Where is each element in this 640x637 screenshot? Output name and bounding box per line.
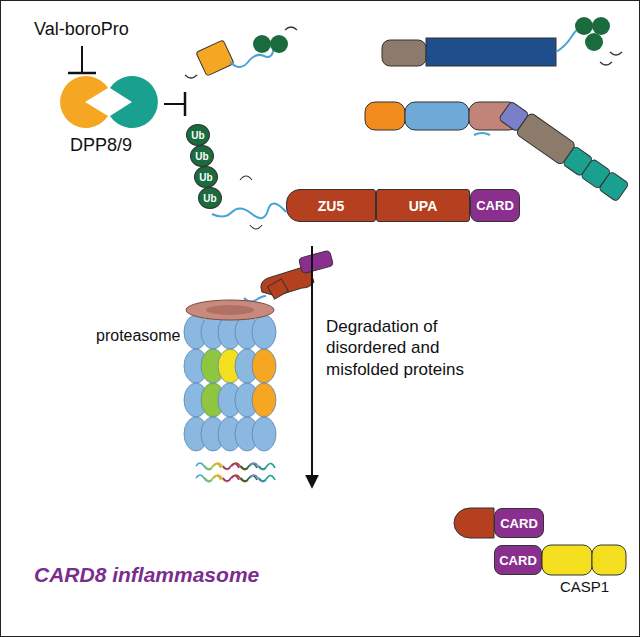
peptide-fragments <box>196 463 275 482</box>
ubiquitin-circle: Ub <box>186 124 210 146</box>
protein-label: CASP1 <box>560 578 609 597</box>
node-text: Ub <box>203 193 216 204</box>
node-text: CARD <box>500 516 538 531</box>
drug-label: Val-boroPro <box>34 18 129 41</box>
node-text: Ub <box>195 151 208 162</box>
disordered-tail <box>212 203 286 218</box>
node-text: UPA <box>409 198 438 214</box>
casp1-domain <box>542 545 592 575</box>
dpp8-pacman <box>60 76 108 128</box>
protein-label: CASP1 <box>560 578 609 597</box>
misfolded-protein <box>196 40 234 76</box>
title-label: CARD8 inflammasome <box>34 562 259 588</box>
casp1-domain <box>592 545 626 575</box>
inhibition-bar <box>68 72 96 75</box>
protein-domain: CARD <box>494 545 542 575</box>
dpp9-pacman <box>110 76 158 128</box>
process-label: Degradation of disordered and misfolded … <box>326 316 496 380</box>
protein-domain: UPA <box>376 189 470 222</box>
node-text: ZU5 <box>318 198 344 214</box>
folded-protein <box>365 102 405 130</box>
proteasome <box>184 300 276 451</box>
protein-domain: CARD <box>470 189 520 222</box>
complex-label: proteasome <box>96 326 181 346</box>
node-text: CARD <box>499 553 537 568</box>
process-arrow <box>311 246 313 486</box>
misfolded-protein <box>497 100 630 204</box>
drug-label: Val-boroPro <box>34 18 129 41</box>
inhibition-bar <box>184 92 187 116</box>
ubiquitin-circle: Ub <box>190 145 214 167</box>
inhibition-line <box>81 46 83 72</box>
complex-label: proteasome <box>96 326 181 346</box>
protein-domain: CARD <box>494 508 544 538</box>
enzyme-label: DPP8/9 <box>70 134 132 157</box>
node-text: Ub <box>191 130 204 141</box>
node-text: Ub <box>199 172 212 183</box>
motion-mark <box>240 176 262 229</box>
enzyme-label: DPP8/9 <box>70 134 132 157</box>
node-text: CARD <box>476 198 514 213</box>
title-label: CARD8 inflammasome <box>34 562 259 588</box>
zu5-fragment <box>454 508 494 538</box>
protein-domain: ZU5 <box>286 189 376 222</box>
process-label: Degradation of disordered and misfolded … <box>326 316 496 380</box>
misfolded-protein <box>382 40 426 66</box>
ubiquitin-circle: Ub <box>194 166 218 188</box>
ubiquitin-circle: Ub <box>198 187 222 209</box>
inhibition-line <box>164 103 184 105</box>
